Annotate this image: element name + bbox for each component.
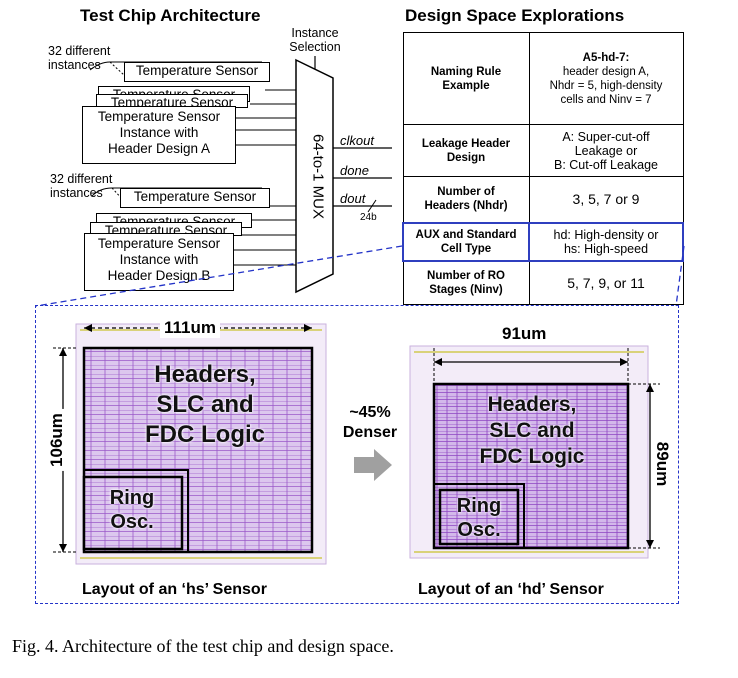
density-arrow-icon <box>354 449 392 481</box>
table-row: Naming Rule Example A5-hd-7: header desi… <box>402 32 684 125</box>
zoom-connectors <box>35 245 685 307</box>
hs-ring-label: Ring Osc. <box>109 487 155 533</box>
figure-caption: Fig. 4. Architecture of the test chip an… <box>12 636 394 656</box>
row-key-headers: Number of Headers (Nhdr) <box>402 176 530 223</box>
density-note: ~45% Denser <box>342 404 398 441</box>
hd-width-label: 91um <box>498 324 551 344</box>
hd-height-label: 89um <box>652 437 673 491</box>
table-row-highlighted: AUX and Standard Cell Type hd: High-dens… <box>402 221 684 262</box>
instance-selection-label: Instance Selection <box>289 26 341 54</box>
hd-layout-graphic <box>409 345 660 559</box>
row-key-cell-type: AUX and Standard Cell Type <box>402 221 530 262</box>
mux-shape <box>295 58 334 294</box>
design-space-table: Naming Rule Example A5-hd-7: header desi… <box>402 32 684 305</box>
hs-block-label: Headers, SLC and FDC Logic <box>145 361 265 448</box>
hd-layout: 91um Headers, SLC and FDC Logic Ring Osc… <box>402 324 662 565</box>
hd-block-label: Headers, SLC and FDC Logic <box>479 393 585 468</box>
table-row: Leakage Header Design A: Super-cut-off L… <box>402 124 684 177</box>
layout-panel <box>35 305 679 604</box>
row-value-cell-type: hd: High-density or hs: High-speed <box>528 221 684 262</box>
row-key-leakage: Leakage Header Design <box>402 124 530 177</box>
row-value-naming: A5-hd-7: header design A, Nhdr = 5, high… <box>528 32 684 125</box>
row-value-headers: 3, 5, 7 or 9 <box>528 176 684 223</box>
row-key-naming: Naming Rule Example <box>402 32 530 125</box>
architecture-wiring <box>89 56 392 294</box>
group-a-back-card: Temperature Sensor <box>124 62 270 82</box>
table-row: Number of RO Stages (Ninv) 5, 7, 9, or 1… <box>402 260 684 305</box>
group-b-mid-card-2: Temperature Sensor <box>90 222 242 236</box>
group-b-front-card: Temperature Sensor Instance with Header … <box>84 233 234 291</box>
group-a-mid-card-2: Temperature Sensor <box>96 94 248 108</box>
table-row: Number of Headers (Nhdr) 3, 5, 7 or 9 <box>402 176 684 223</box>
hs-height-label-wrap: 106um <box>26 409 96 471</box>
design-space-title: Design Space Explorations <box>405 6 625 25</box>
row-value-ro-stages: 5, 7, 9, or 11 <box>528 260 684 305</box>
output-clkout: clkout <box>340 133 374 148</box>
output-done: done <box>340 163 369 178</box>
hd-height-label-wrap: 89um <box>650 437 673 491</box>
group-b-count-label: 32 different instances <box>50 172 113 200</box>
hd-ring-label: Ring Osc. <box>456 495 502 541</box>
row-value-leakage: A: Super-cut-off Leakage or B: Cut-off L… <box>528 124 684 177</box>
bus-width-label: 24b <box>360 212 377 223</box>
hs-layout: 111um Headers, SLC and FDC Logic Ring Os… <box>70 318 332 570</box>
hd-caption: Layout of an ‘hd’ Sensor <box>418 581 604 598</box>
group-b-back-card: Temperature Sensor <box>120 188 270 208</box>
hs-caption: Layout of an ‘hs’ Sensor <box>82 581 267 598</box>
output-dout: dout <box>340 191 366 206</box>
hs-width-label: 111um <box>160 318 220 338</box>
architecture-title: Test Chip Architecture <box>80 6 261 25</box>
hs-layout-graphic <box>75 323 327 565</box>
group-a-count-label: 32 different instances <box>48 44 111 72</box>
row-key-ro-stages: Number of RO Stages (Ninv) <box>402 260 530 305</box>
group-a-front-card: Temperature Sensor Instance with Header … <box>82 106 236 164</box>
hs-height-label: 106um <box>46 409 67 471</box>
